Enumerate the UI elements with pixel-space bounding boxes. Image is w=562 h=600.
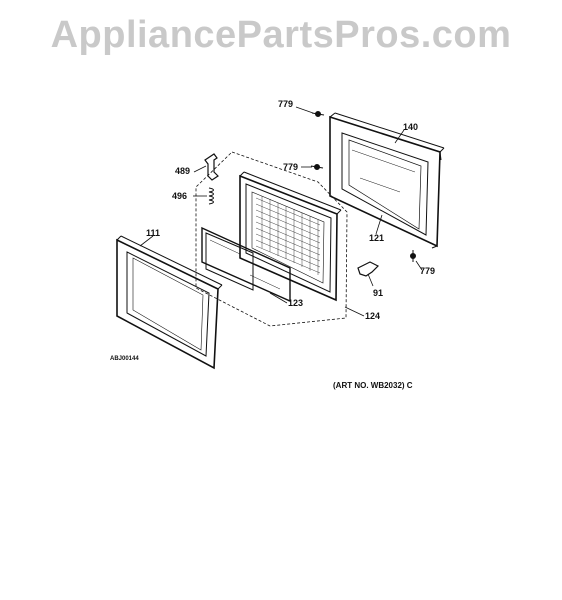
part-label-123: 123 [288, 298, 303, 308]
latch-hook [204, 153, 219, 181]
screw [410, 250, 416, 262]
part-label-779: 779 [278, 99, 293, 109]
latch-spring [208, 187, 214, 205]
screw [311, 111, 325, 117]
door-assembly-outline [195, 151, 348, 327]
inner-door-panel [239, 171, 342, 302]
leader-lines [139, 106, 423, 317]
part-label-121: 121 [369, 233, 384, 243]
outer-door-frame [329, 112, 445, 249]
door-glass-panel [201, 226, 291, 303]
part-label-779: 779 [420, 266, 435, 276]
hinge-lever [357, 261, 380, 277]
diagram-code: ABJ00144 [110, 356, 139, 362]
part-label-91: 91 [373, 288, 383, 298]
part-label-489: 489 [175, 166, 190, 176]
front-door-frame [116, 235, 223, 370]
screw [310, 164, 324, 170]
watermark-logo: AppliancePartsPros.com [50, 14, 512, 56]
art-number: (ART NO. WB2032) C [333, 381, 413, 390]
part-label-140: 140 [403, 122, 418, 132]
part-label-496: 496 [172, 191, 187, 201]
part-label-111: 111 [146, 228, 160, 238]
part-label-124: 124 [365, 311, 380, 321]
part-label-779: 779 [283, 162, 298, 172]
